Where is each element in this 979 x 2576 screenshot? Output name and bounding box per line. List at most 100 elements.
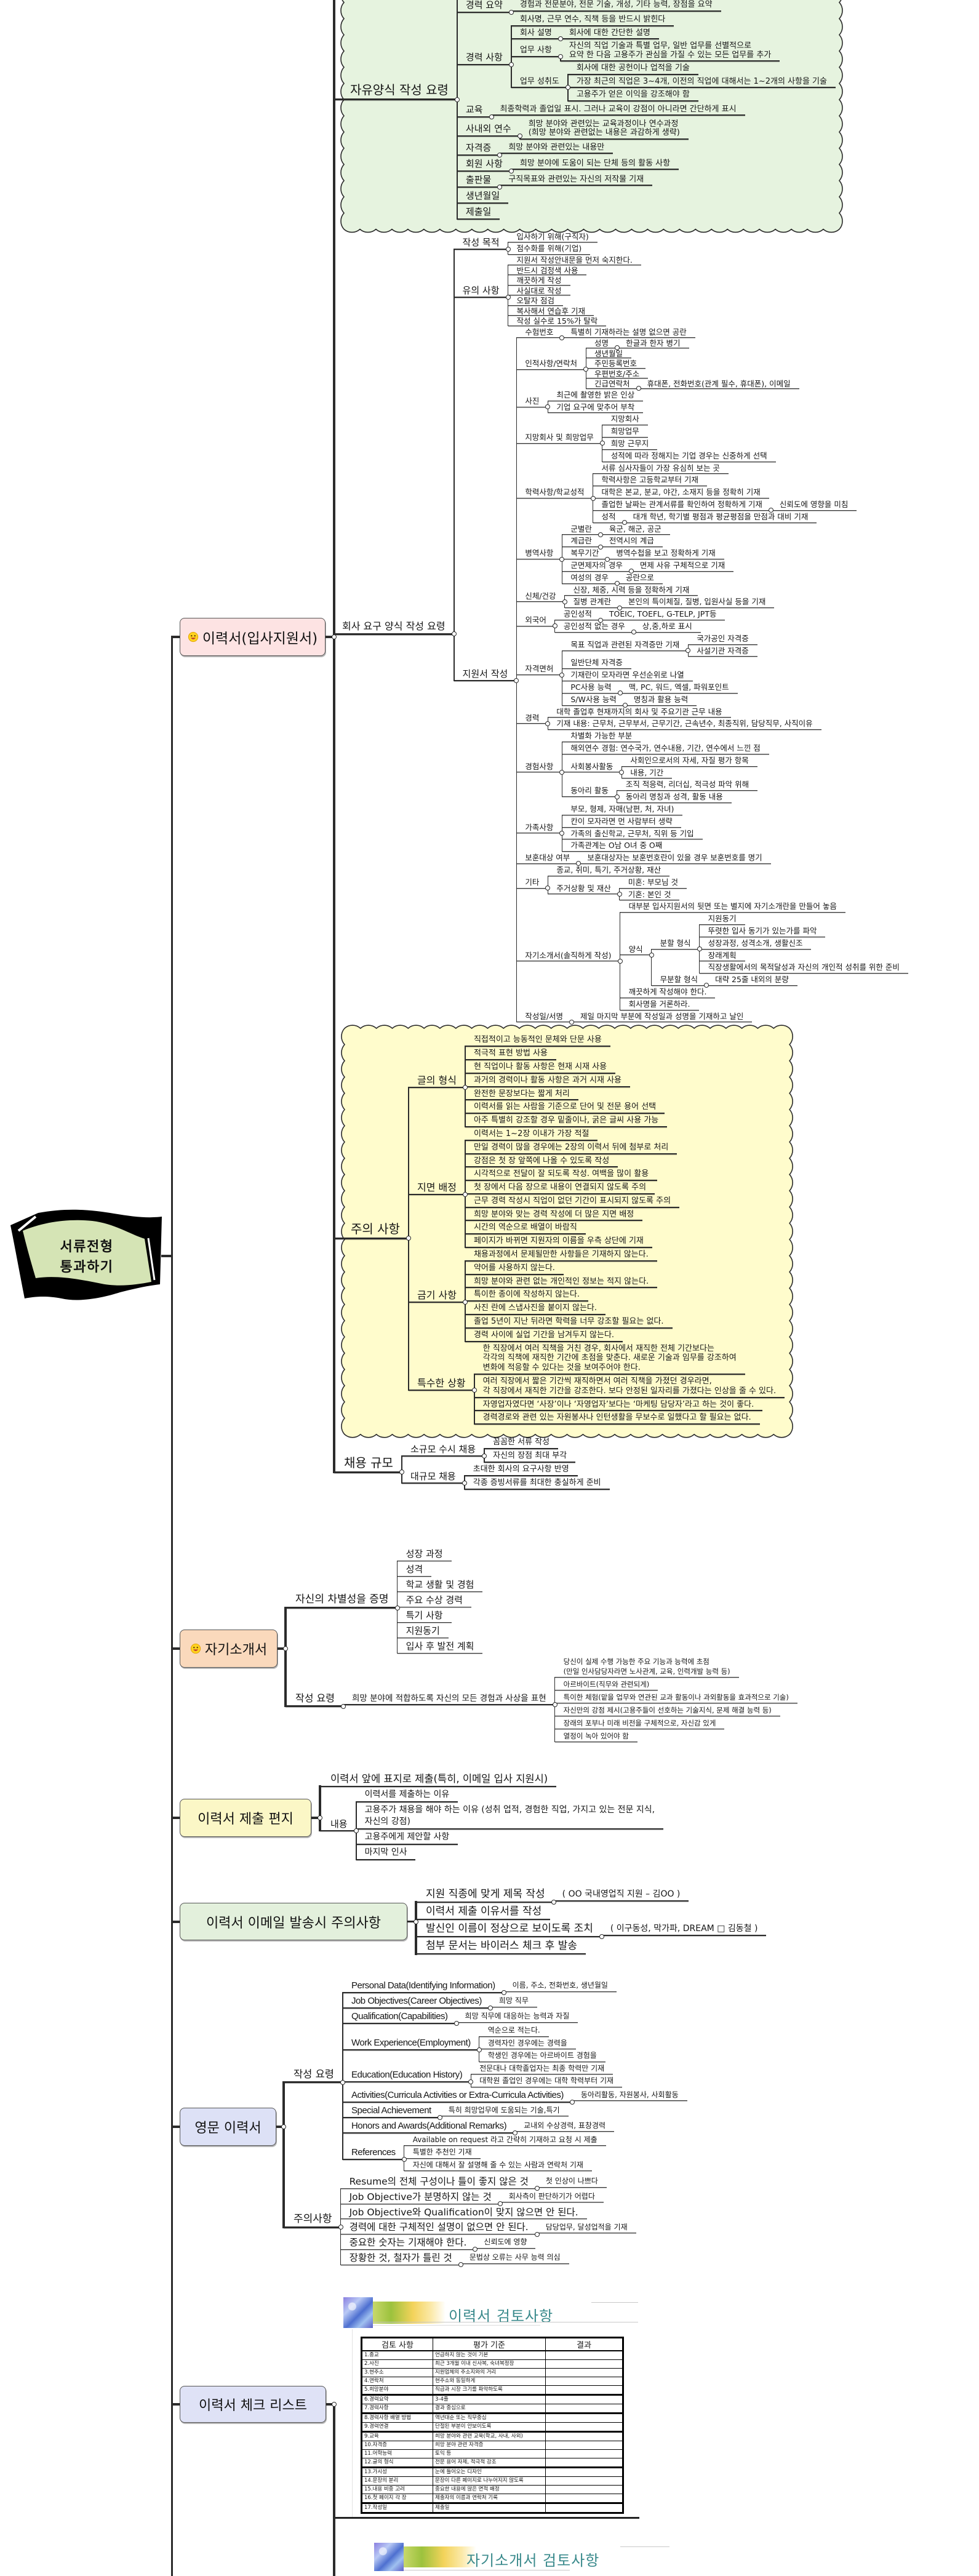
topic-label[interactable]: 경력 사이에 실업 기간을 남겨두지 않는다. — [465, 1329, 623, 1342]
topic-label[interactable]: 출판물 — [457, 172, 500, 188]
topic-label[interactable]: Education(Education History) — [342, 2067, 471, 2082]
topic-label[interactable]: 회사측이 판단하기가 어렵다 — [500, 2190, 604, 2203]
topic-label[interactable]: 졸업한 날짜는 관계서류를 확인하여 정확하게 기재 — [593, 498, 771, 511]
topic-label[interactable]: 성명 — [586, 338, 618, 348]
topic-label[interactable]: 종교, 취미, 특기, 주거상황, 재산 — [548, 864, 670, 876]
collapse-toggle[interactable] — [283, 1646, 288, 1651]
topic-label[interactable]: 경력에 대한 구체적인 설명이 없으면 안 된다. — [340, 2219, 537, 2235]
topic-label[interactable]: 희망 근무지 — [602, 438, 658, 450]
topic-label[interactable]: 회사명, 근무 연수, 직책 등을 반드시 밝힌다 — [511, 13, 674, 26]
collapse-toggle[interactable] — [576, 861, 581, 866]
topic-label[interactable]: 대략 25줄 내외의 분량 — [706, 974, 797, 986]
topic-label[interactable]: 경력자인 경우에는 경력을 — [479, 2037, 576, 2049]
topic-label[interactable]: ( OO 국내영업직 지원 – 김OO ) — [553, 1887, 689, 1902]
topic-label[interactable]: 지원서 작성안내문을 먼저 숙지한다. — [508, 255, 641, 265]
topic-label[interactable]: 지원동기 — [397, 1623, 449, 1638]
topic-label[interactable]: 이름, 주소, 전화번호, 생년월일 — [503, 1979, 617, 1992]
topic-label[interactable]: 입사하기 위해(구직자) — [508, 231, 597, 243]
topic-label[interactable]: 자기소개서(솔직하게 작성) — [516, 950, 620, 962]
topic-label[interactable]: 대학원 졸업인 경우에는 대학 학력부터 기재 — [471, 2074, 623, 2087]
topic-label[interactable]: 주의 사항 — [334, 1219, 409, 1239]
self-intro-review-image-topic[interactable]: 자기소개서 검토사항 — [374, 2543, 669, 2575]
collapse-toggle[interactable] — [340, 2079, 345, 2085]
topic-label[interactable]: 만일 경력이 많을 경우에는 2장의 이력서 뒤에 첨부로 처리 — [465, 1141, 677, 1154]
topic-label[interactable]: 오탈자 점검 — [508, 295, 563, 306]
topic-label[interactable]: 최근에 촬영한 밝은 인상 — [548, 389, 644, 401]
topic-label[interactable]: 한 직장에서 여러 직책을 거친 경우, 회사에서 재직한 전체 기간보다는 각… — [474, 1342, 745, 1375]
collapse-toggle[interactable] — [599, 441, 605, 446]
topic-label[interactable]: 경력 요약 — [457, 0, 511, 13]
collapse-toggle[interactable] — [583, 367, 589, 372]
collapse-toggle[interactable] — [562, 599, 567, 604]
topic-label[interactable]: 금기 사항 — [408, 1287, 465, 1303]
collapse-toggle[interactable] — [514, 678, 519, 684]
topic-label[interactable]: 특수한 상황 — [408, 1375, 474, 1391]
topic-label[interactable]: 자신만의 강점 제시(고용주들이 선호하는 기술지식, 문제 해결 능력 등) — [554, 1703, 780, 1716]
topic-label[interactable]: 역순으로 적는다. — [479, 2024, 549, 2037]
collapse-toggle[interactable] — [559, 672, 565, 678]
collapse-toggle[interactable] — [617, 690, 623, 696]
topic-label[interactable]: 복사해서 연습후 기재 — [508, 306, 594, 316]
collapse-toggle[interactable] — [597, 617, 603, 623]
topic-label[interactable]: 자격면허 — [516, 663, 562, 676]
topic-label[interactable]: 성격 — [397, 1561, 432, 1577]
collapse-toggle[interactable] — [406, 1236, 411, 1241]
topic-label[interactable]: 고용주가 채용을 해야 하는 이유 (성취 업적, 경험한 직업, 가지고 있는… — [356, 1802, 664, 1830]
topic-label[interactable]: 깨끗하게 작성해야 한다. — [620, 986, 716, 998]
topic-label[interactable]: 계급란 — [562, 535, 601, 548]
collapse-toggle[interactable] — [768, 508, 773, 513]
topic-label[interactable]: 소규모 수시 채용 — [401, 1442, 485, 1457]
topic-label[interactable]: 국가공인 자격증 — [688, 633, 757, 645]
topic-label[interactable]: 깨끗하게 작성 — [508, 275, 570, 286]
topic-label[interactable]: 작성 요령 — [284, 2066, 343, 2083]
topic-label[interactable]: 졸업 5년이 지난 뒤라면 학력을 너무 강조할 필요는 없다. — [465, 1315, 673, 1329]
topic-label[interactable]: 경력 사항 — [457, 49, 511, 65]
collapse-toggle[interactable] — [590, 495, 596, 501]
collapse-toggle[interactable] — [468, 2079, 474, 2084]
collapse-toggle[interactable] — [332, 2402, 337, 2407]
topic-label[interactable]: 글의 형식 — [408, 1073, 465, 1089]
topic-label[interactable]: 질병 관계란 — [564, 596, 620, 609]
collapse-toggle[interactable] — [462, 1085, 468, 1090]
topic-label[interactable]: 희망 분야와 맞는 경력 작성에 더 많은 지면 배정 — [465, 1208, 643, 1222]
topic-label[interactable]: 아르바이트(직무와 관련되게) — [554, 1678, 658, 1690]
topic-label[interactable]: 지원서 작성 — [454, 666, 517, 682]
topic-label[interactable]: 병역수첩을 보고 정확하게 기재 — [607, 547, 724, 560]
collapse-toggle[interactable] — [482, 1453, 487, 1458]
topic-label[interactable]: 담당업무, 달성업적을 기재 — [537, 2221, 636, 2234]
collapse-toggle[interactable] — [471, 1388, 477, 1393]
topic-label[interactable]: 칸이 모자라면 먼 사람부터 생략 — [562, 815, 681, 828]
topic-label[interactable]: 수험번호 — [516, 326, 562, 338]
topic-label[interactable]: 양식 — [620, 943, 652, 956]
topic-label[interactable]: 대학 졸업후 현재까지의 회사 및 주요기관 근무 내용 — [548, 706, 731, 718]
collapse-toggle[interactable] — [501, 1990, 506, 1995]
topic-label[interactable]: 미혼: 부모님 것 — [619, 876, 687, 889]
collapse-toggle[interactable] — [332, 634, 337, 639]
topic-label[interactable]: 이력서 제출 이유서를 작성 — [416, 1903, 551, 1920]
main-topic-email-precautions[interactable]: 이력서 이메일 발송시 주의사항 — [180, 1903, 407, 1940]
topic-label[interactable]: 맥, PC, 워드, 엑셀, 파워포인트 — [620, 681, 738, 694]
topic-label[interactable]: 우편번호/주소 — [586, 369, 649, 379]
topic-label[interactable]: 전역시의 계급 — [600, 535, 663, 548]
topic-label[interactable]: 회사 요구 양식 작성 요령 — [334, 618, 454, 635]
collapse-toggle[interactable] — [508, 10, 514, 15]
topic-label[interactable]: 주거상황 및 재산 — [548, 882, 620, 895]
topic-label[interactable]: 문법상 오류는 사무 능력 의심 — [460, 2251, 569, 2264]
topic-label[interactable]: 무분할 형식 — [651, 974, 707, 986]
topic-label[interactable]: 자신에 대해서 잘 설명해 줄 수 있는 사람과 연락처 기재 — [404, 2159, 592, 2171]
collapse-toggle[interactable] — [394, 1605, 400, 1610]
collapse-toggle[interactable] — [545, 404, 551, 410]
topic-label[interactable]: 직장생활에서의 목적달성과 자신의 개인적 성취를 위한 준비 — [699, 961, 908, 974]
topic-label[interactable]: 공인성적 없는 경우 — [554, 620, 634, 633]
collapse-toggle[interactable] — [559, 556, 565, 562]
topic-label[interactable]: 조직 적응력, 리더십, 적극성 파악 위해 — [617, 778, 758, 791]
collapse-toggle[interactable] — [505, 294, 511, 300]
topic-label[interactable]: 자격증 — [457, 140, 500, 156]
topic-label[interactable]: 서류 심사자들이 가장 유심히 보는 곳 — [593, 462, 729, 474]
topic-label[interactable]: 특기 사항 — [397, 1607, 452, 1623]
topic-label[interactable]: 각종 증빙서류를 최대한 충실하게 준비 — [464, 1476, 610, 1490]
topic-label[interactable]: 사내외 연수 — [457, 121, 520, 137]
collapse-toggle[interactable] — [454, 97, 460, 102]
topic-label[interactable]: 첫 장에서 다음 장으로 내용이 연결되지 않도록 주의 — [465, 1181, 655, 1194]
topic-label[interactable]: 희망 분야에 도움이 되는 단체 등의 활동 사항 — [511, 157, 679, 170]
